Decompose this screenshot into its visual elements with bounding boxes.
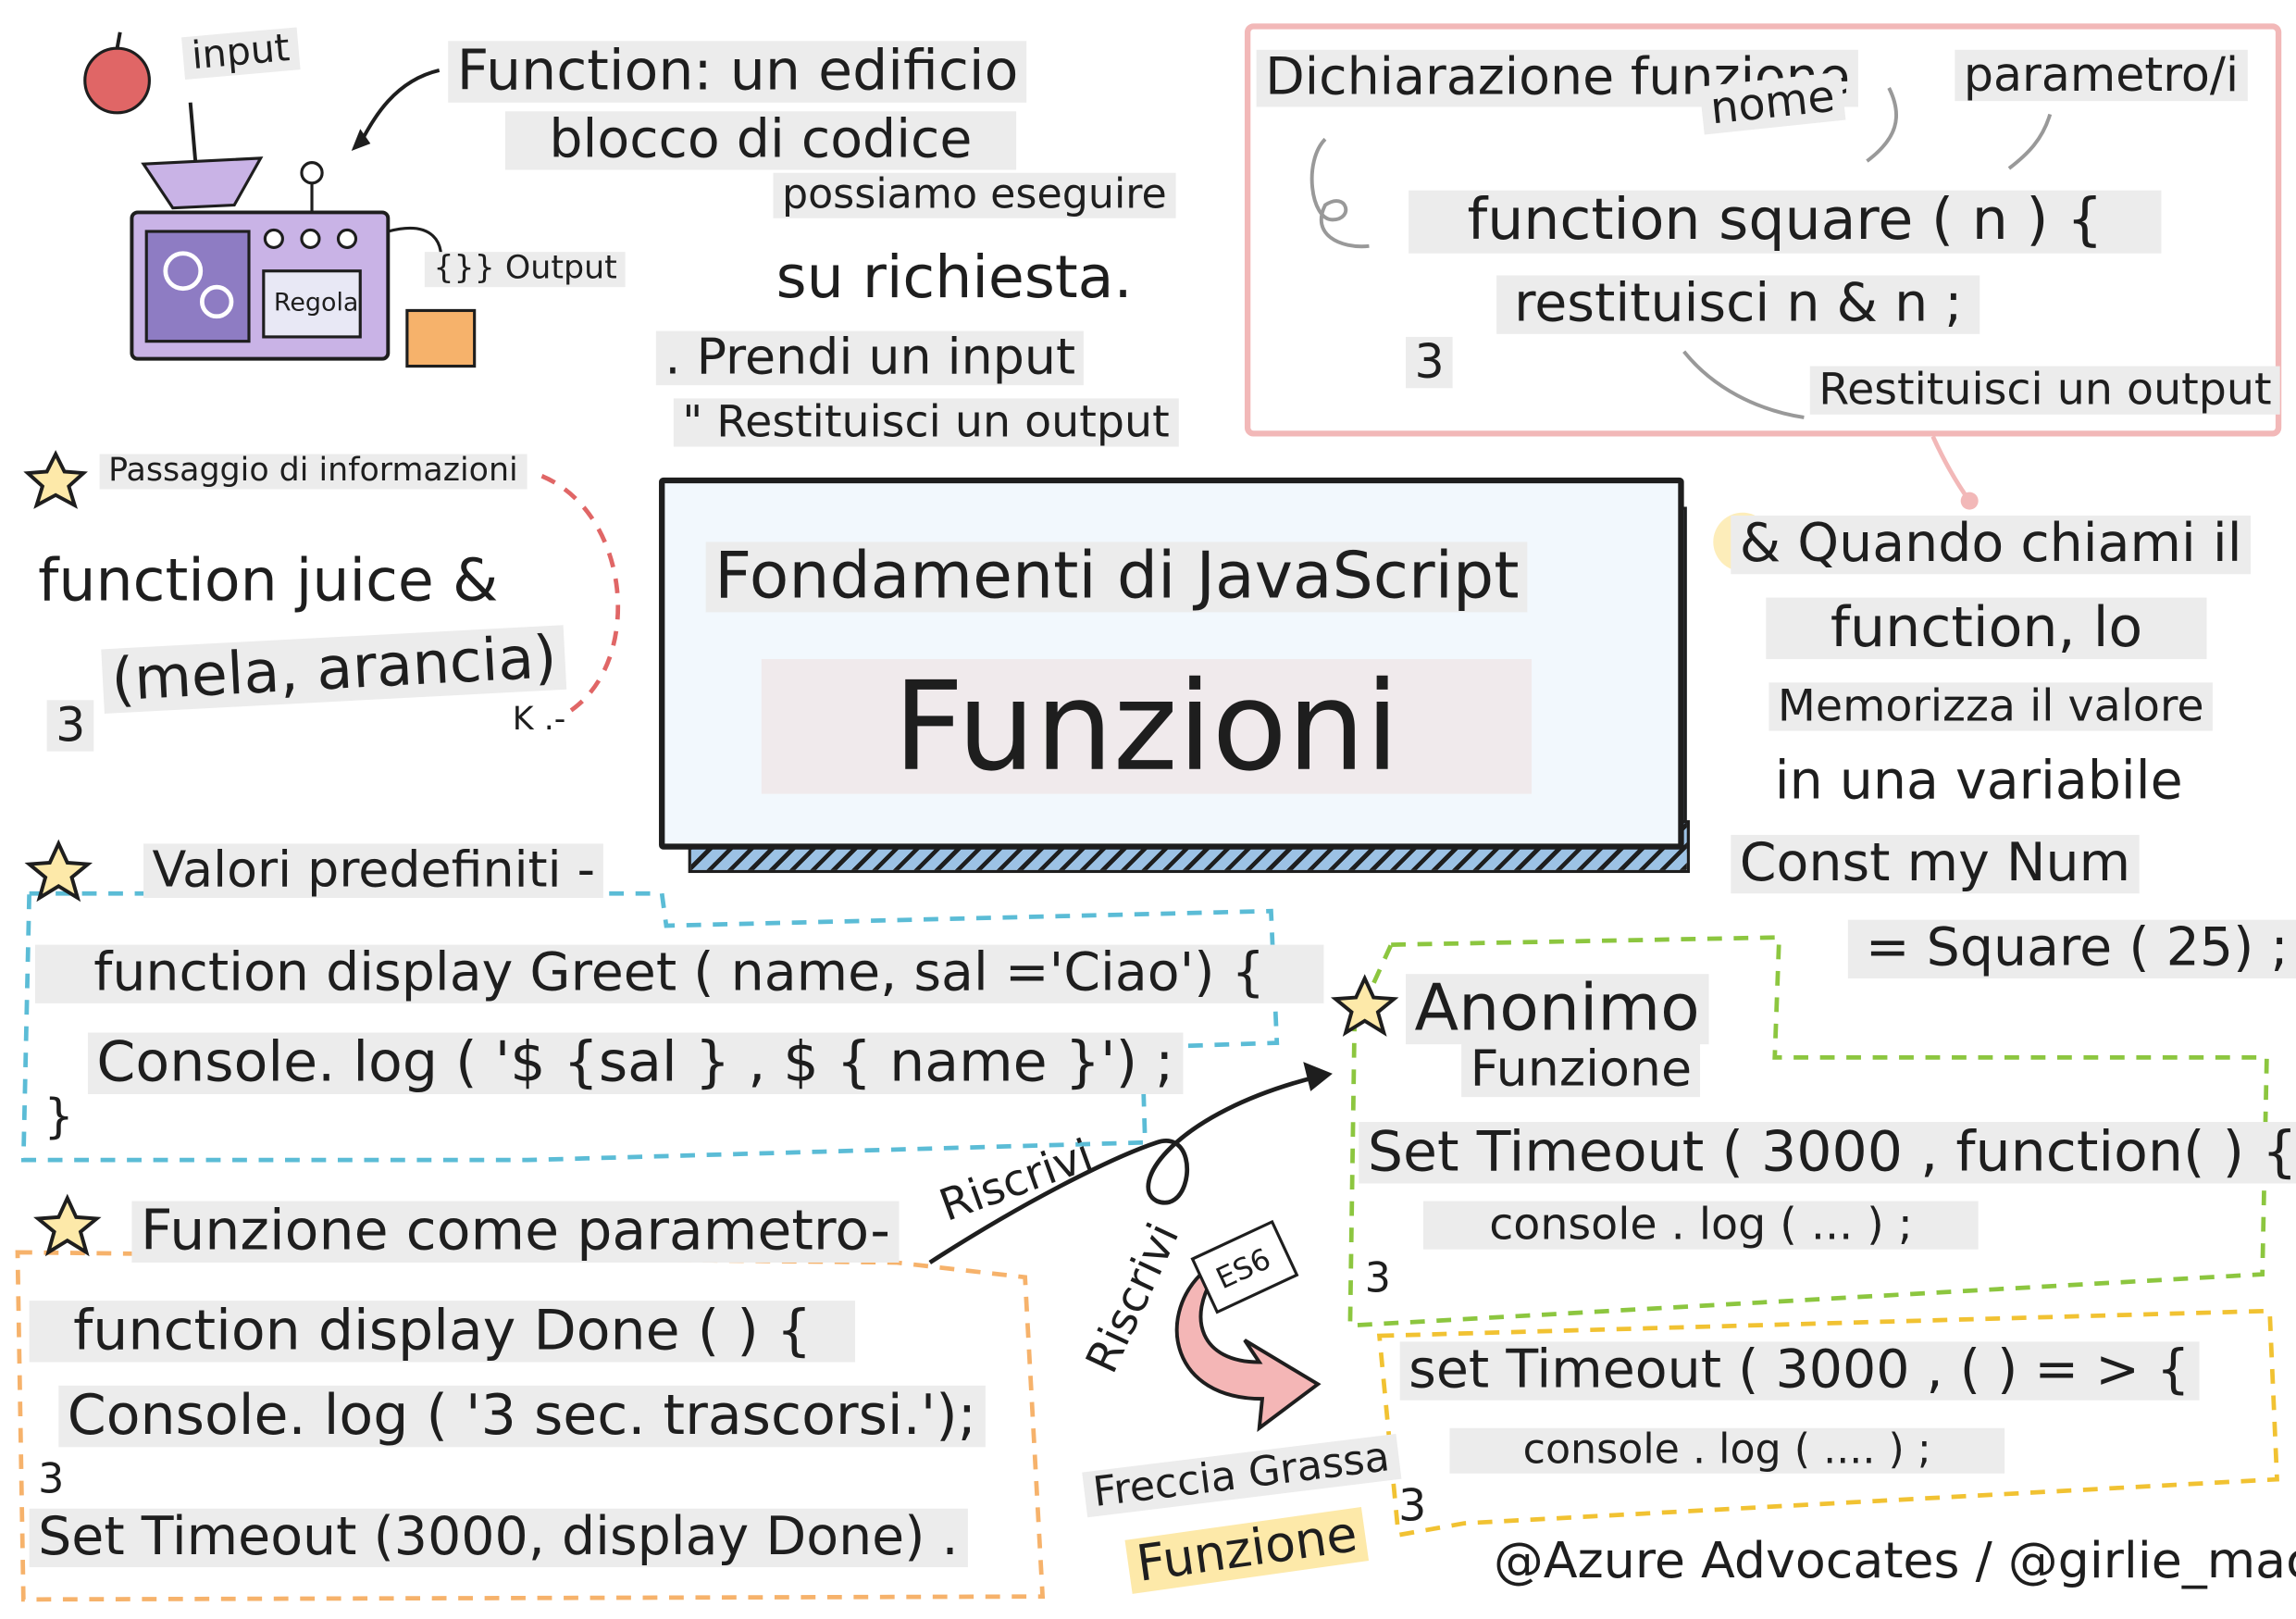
anonymous-code2: console . log ( ... ) ; <box>1422 1201 1980 1250</box>
passing-code3: 3 <box>46 699 94 753</box>
function-def-line1: Function: un edificio <box>448 40 1027 103</box>
defaults-dashed-frame <box>20 890 1280 1163</box>
title-main: Fondamenti di JavaScript <box>705 541 1529 614</box>
name-arrow <box>1866 87 1898 163</box>
defaults-title: Valori predefiniti - <box>143 842 604 899</box>
es6-flag <box>1190 1219 1299 1314</box>
as-param-code3: 3 <box>38 1454 65 1503</box>
calling-line5: Const my Num <box>1731 835 2140 893</box>
calling-line4: in una variabile <box>1774 751 2183 812</box>
credit: @Azure Advocates / @girlie_mac <box>1493 1532 2296 1591</box>
anonymous-subtitle: Funzione <box>1461 1041 1701 1098</box>
passing-title: Passaggio di informazioni <box>99 453 527 490</box>
as-param-code1: function display Done ( ) { <box>29 1300 856 1363</box>
function-def-bullet2: " Restituisci un output <box>673 398 1179 447</box>
star-icon-as-param <box>33 1193 102 1257</box>
as-param-dashed-frame <box>15 1250 1046 1602</box>
calling-line3: Memorizza il valore <box>1769 682 2214 731</box>
as-param-code2: Console. log ( '3 sec. trascorsi.'); <box>58 1385 986 1447</box>
as-param-title: Funzione come parametro- <box>131 1200 900 1263</box>
passing-code1: function juice & <box>38 547 499 616</box>
title-big: Funzioni <box>761 658 1532 794</box>
star-icon-defaults <box>24 839 93 903</box>
declaration-frame <box>1244 23 2282 437</box>
passing-dashed-arc <box>540 474 621 713</box>
declaration-code2: restituisci n & n ; <box>1496 275 1980 334</box>
defaults-code2: Console. log ( '$ {sal } , $ { name }') … <box>87 1031 1183 1094</box>
params-arrow <box>2007 113 2053 170</box>
declaration-code3: 3 <box>1406 336 1454 389</box>
passing-mark: K .- <box>512 701 566 739</box>
function-def-line3: possiamo eseguire <box>773 171 1176 218</box>
as-param-code4: Set Timeout (3000, display Done) . <box>29 1509 968 1567</box>
defaults-code1: function display Greet ( name, sal ='Cia… <box>34 944 1324 1003</box>
loop-arrow <box>1309 137 1370 249</box>
machine-adjust-label: Regola <box>273 288 359 318</box>
arrow-code3: 3 <box>1398 1480 1427 1533</box>
anonymous-title: Anonimo <box>1406 973 1709 1045</box>
defaults-code3: } <box>43 1088 74 1144</box>
calling-line6: = Square ( 25) ; <box>1847 920 2296 978</box>
arrow-code1: set Timeout ( 3000 , ( ) = > { <box>1399 1341 2199 1401</box>
rewrite-arrow-1 <box>928 1074 1319 1264</box>
arrow-code2: console . log ( .... ) ; <box>1449 1426 2004 1474</box>
rewrite-arrow-2 <box>1174 1272 1322 1433</box>
calling-line2: function, lo <box>1766 596 2207 659</box>
function-def-bullet1: . Prendi un input <box>655 330 1085 386</box>
calling-line1: & Quando chiami il <box>1731 516 2252 574</box>
arrow-dashed-frame <box>1376 1308 2279 1538</box>
machine-output-label: {}} Output <box>424 251 627 288</box>
declaration-params-label: parametro/i <box>1955 49 2248 102</box>
anonymous-code1: Set Timeout ( 3000 , function( ) { <box>1359 1121 2296 1184</box>
declaration-code1: function square ( n ) { <box>1409 189 2162 254</box>
declaration-connector <box>1930 435 1972 503</box>
function-def-line2: blocco di codice <box>504 111 1016 169</box>
star-icon-anonymous <box>1330 974 1399 1037</box>
function-machine-illustration <box>83 31 477 368</box>
star-icon-passing <box>23 450 88 509</box>
anonymous-code3: 3 <box>1364 1253 1391 1302</box>
declaration-return-label: Restituisci un output <box>1809 366 2281 415</box>
return-arrow <box>1682 350 1805 419</box>
function-def-line4: su richiesta. <box>776 244 1133 313</box>
